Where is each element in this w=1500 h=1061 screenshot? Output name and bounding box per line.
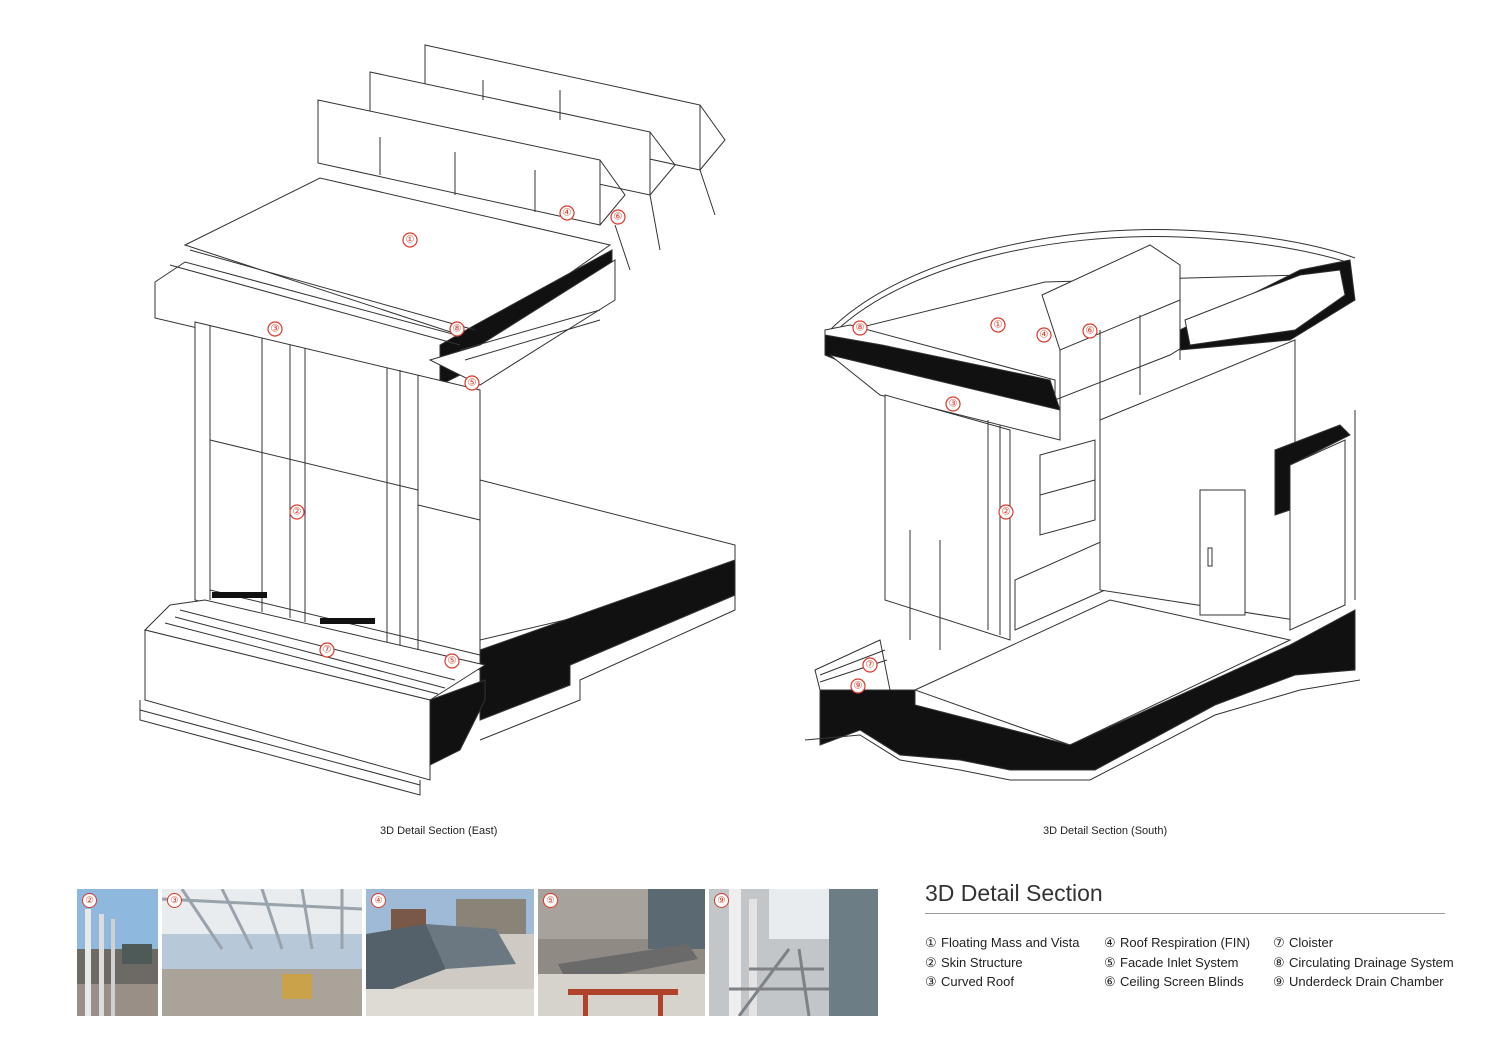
photo-badge: ③ [167,893,182,908]
south-floor [804,599,1361,781]
svg-text:⑤: ⑤ [468,378,477,389]
section-drawings: ① ② ③ ④ ⑤ ⑤ ⑥ ⑦ ⑧ ① ② ③ ④ ⑥ ⑦ ⑧ ⑨ [139,44,1361,796]
svg-text:④: ④ [563,208,572,219]
south-walls [884,339,1356,650]
svg-text:②: ② [293,507,302,518]
marker-south-1: ① [990,317,1006,333]
svg-text:⑥: ⑥ [1086,326,1095,337]
marker-south-7: ⑦ [862,657,878,673]
svg-text:②: ② [1002,507,1011,518]
photo-badge: ⑤ [543,893,558,908]
east-cloister [139,599,487,796]
marker-south-2: ② [998,504,1014,520]
legend-title: 3D Detail Section [925,880,1103,906]
marker-east-1: ① [402,232,418,248]
east-facade [194,321,481,671]
photo-roof-respiration: ④ [366,889,534,1016]
marker-east-8: ⑧ [449,321,465,337]
marker-east-4: ④ [559,205,575,221]
photo-badge: ② [82,893,97,908]
svg-text:⑦: ⑦ [323,645,332,656]
photo-underdeck-drain: ⑨ [709,889,878,1016]
marker-east-7: ⑦ [319,642,335,658]
svg-text:①: ① [994,320,1003,331]
svg-text:④: ④ [1040,330,1049,341]
south-section-drawing [804,229,1361,781]
east-section-drawing [139,44,736,796]
marker-south-6: ⑥ [1082,323,1098,339]
svg-text:⑨: ⑨ [854,681,863,692]
marker-south-9: ⑨ [850,678,866,694]
photo-skin-structure: ② [77,889,158,1016]
marker-east-2: ② [289,504,305,520]
marker-south-3: ③ [945,396,961,412]
east-markers: ① ② ③ ④ ⑤ ⑤ ⑥ ⑦ ⑧ [267,205,626,669]
south-curved-roof [824,229,1356,441]
south-section-caption: 3D Detail Section (South) [1043,825,1168,837]
east-roof-fins [317,44,726,271]
svg-text:⑧: ⑧ [856,323,865,334]
south-markers: ① ② ③ ④ ⑥ ⑦ ⑧ ⑨ [850,317,1098,694]
svg-text:⑧: ⑧ [453,324,462,335]
east-floor [479,479,736,741]
legend-divider [925,913,1445,914]
svg-text:⑦: ⑦ [866,660,875,671]
photo-strip: ② ③ ④ [77,889,878,1016]
marker-east-3: ③ [267,321,283,337]
svg-text:⑤: ⑤ [448,656,457,667]
marker-east-6: ⑥ [610,209,626,225]
photo-badge: ⑨ [714,893,729,908]
photo-badge: ④ [371,893,386,908]
marker-south-8: ⑧ [852,320,868,336]
svg-text:⑥: ⑥ [614,212,623,223]
marker-south-4: ④ [1036,327,1052,343]
east-section-caption: 3D Detail Section (East) [380,825,498,837]
svg-text:③: ③ [271,324,280,335]
svg-text:③: ③ [949,399,958,410]
svg-text:①: ① [406,235,415,246]
photo-curved-roof: ③ [162,889,362,1016]
marker-east-5b: ⑤ [444,653,460,669]
marker-east-5a: ⑤ [464,375,480,391]
photo-facade-inlet: ⑤ [538,889,705,1016]
